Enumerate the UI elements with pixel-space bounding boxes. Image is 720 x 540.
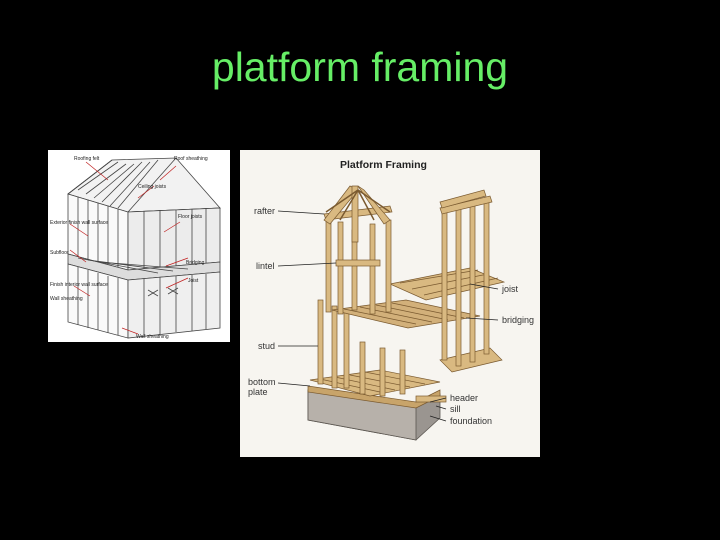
label-interior-wall: Finish interior wall surface: [50, 282, 108, 288]
diagram-title: Platform Framing: [340, 159, 427, 171]
label-joist: joist: [501, 284, 519, 294]
label-bottom: bottom: [248, 377, 276, 387]
label-foundation: foundation: [450, 416, 492, 426]
label-exterior-finish: Exterior finish wall surface: [50, 220, 108, 226]
label-rafter: rafter: [254, 206, 275, 216]
label-ceiling-joists: Ceiling joists: [138, 184, 167, 190]
label-sill: sill: [450, 404, 461, 414]
platform-framing-diagram: Platform Framing: [240, 150, 540, 457]
small-framing-drawing: Roofing felt Roof sheathing Ceiling jois…: [50, 156, 221, 340]
label-subfloor: Subfloor: [50, 250, 69, 256]
label-stud: stud: [258, 341, 275, 351]
label-bridging: bridging: [502, 315, 534, 325]
label-wall-sheathing-2: Wall sheathing: [50, 296, 83, 302]
label-bridging: Bridging: [186, 260, 205, 266]
label-roof-sheathing: Roof sheathing: [174, 156, 208, 162]
label-lintel: lintel: [256, 261, 275, 271]
label-joist: Joist: [188, 278, 199, 284]
label-header: header: [450, 393, 478, 403]
label-wall-sheathing: Wall sheathing: [136, 334, 169, 340]
label-roofing-felt: Roofing felt: [74, 156, 100, 162]
platform-framing-drawing: Platform Framing: [248, 159, 534, 441]
label-plate: plate: [248, 387, 268, 397]
label-floor-joists: Floor joists: [178, 214, 203, 220]
small-framing-diagram: Roofing felt Roof sheathing Ceiling jois…: [48, 150, 230, 342]
slide-title: platform framing: [211, 44, 509, 90]
